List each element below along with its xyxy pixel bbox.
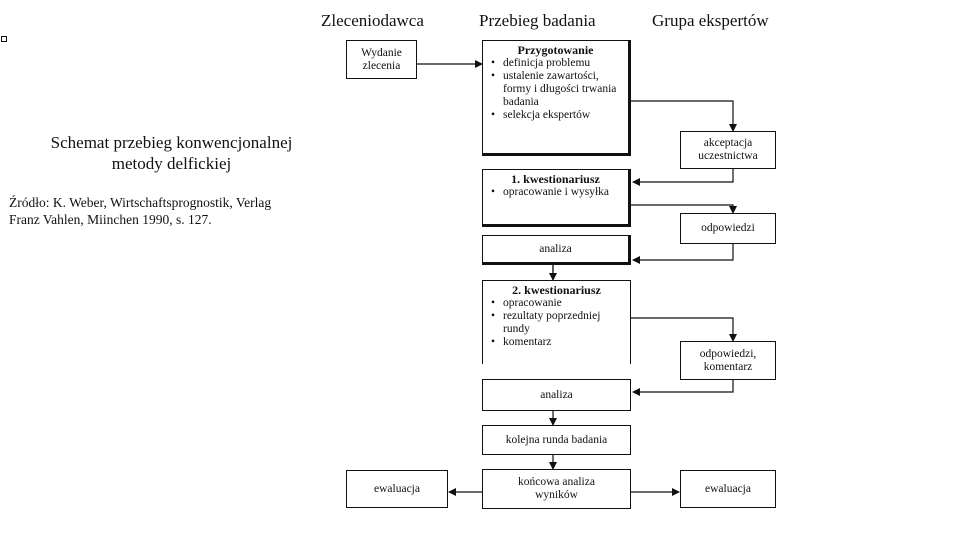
box-questionnaire-2: 2. kwestionariusz opracowanie rezultaty … bbox=[482, 280, 631, 364]
preparation-list: definicja problemu ustalenie zawartości,… bbox=[487, 57, 624, 122]
preparation-item: selekcja ekspertów bbox=[491, 109, 624, 122]
box-eval-client-label: ewaluacja bbox=[374, 482, 420, 495]
box-analysis-1-label: analiza bbox=[539, 242, 572, 255]
box-next-round: kolejna runda badania bbox=[482, 425, 631, 455]
box-answers-2: odpowiedzi, komentarz bbox=[680, 341, 776, 380]
questionnaire-2-item: opracowanie bbox=[491, 297, 626, 310]
box-answers-1-label: odpowiedzi bbox=[701, 222, 755, 234]
caption-line-2: metody delfickiej bbox=[111, 154, 232, 173]
arrow-preparation-to-acceptance bbox=[631, 100, 737, 132]
box-eval-client: ewaluacja bbox=[346, 470, 448, 508]
preparation-item: ustalenie zawartości, formy i długości t… bbox=[491, 70, 624, 109]
box-acceptance: akceptacja uczestnictwa bbox=[680, 131, 776, 169]
corner-marker bbox=[1, 36, 7, 42]
box-final-analysis-line-1: końcowa analiza bbox=[518, 476, 595, 488]
column-header-client: Zleceniodawca bbox=[321, 11, 424, 30]
questionnaire-2-item: rezultaty poprzedniej rundy bbox=[491, 310, 626, 336]
box-preparation: Przygotowanie definicja problemu ustalen… bbox=[482, 40, 631, 156]
box-analysis-1: analiza bbox=[482, 235, 631, 265]
box-analysis-2: analiza bbox=[482, 379, 631, 411]
questionnaire-1-item: opracowanie i wysyłka bbox=[491, 186, 624, 199]
box-analysis-2-label: analiza bbox=[540, 388, 573, 401]
box-questionnaire-1: 1. kwestionariusz opracowanie i wysyłka bbox=[482, 169, 631, 227]
source-line-2: Franz Vahlen, Miinchen 1990, s. 127. bbox=[9, 212, 212, 227]
box-preparation-title: Przygotowanie bbox=[517, 43, 594, 57]
questionnaire-2-item: komentarz bbox=[491, 336, 626, 349]
box-order-line-1: Wydanie bbox=[361, 46, 402, 59]
box-questionnaire-2-title: 2. kwestionariusz bbox=[512, 283, 601, 297]
box-answers-2-line-2: komentarz bbox=[703, 360, 753, 373]
questionnaire-1-list: opracowanie i wysyłka bbox=[487, 186, 624, 199]
arrow-acceptance-to-questionnaire1 bbox=[632, 169, 734, 186]
arrow-questionnaire1-to-answers1 bbox=[631, 204, 737, 214]
box-answers-1: odpowiedzi bbox=[680, 213, 776, 244]
box-questionnaire-1-title: 1. kwestionariusz bbox=[511, 172, 600, 186]
source-line-1: Źródło: K. Weber, Wirtschaftsprognostik,… bbox=[9, 195, 272, 210]
box-order-line-2: zlecenia bbox=[362, 59, 401, 72]
box-final-analysis: końcowa analiza wyników bbox=[482, 469, 631, 509]
column-header-experts: Grupa ekspertów bbox=[652, 11, 769, 30]
arrow-answers1-to-analysis1 bbox=[632, 244, 734, 264]
arrow-answers2-to-analysis2 bbox=[632, 380, 734, 396]
box-next-round-label: kolejna runda badania bbox=[505, 433, 608, 446]
box-acceptance-line-1: akceptacja bbox=[703, 137, 753, 149]
questionnaire-2-list: opracowanie rezultaty poprzedniej rundy … bbox=[487, 297, 626, 349]
box-eval-experts: ewaluacja bbox=[680, 470, 776, 508]
source-note: Źródło: K. Weber, Wirtschaftsprognostik,… bbox=[9, 194, 344, 228]
box-acceptance-line-2: uczestnictwa bbox=[698, 150, 758, 162]
column-header-process: Przebieg badania bbox=[479, 11, 596, 30]
caption-line-1: Schemat przebieg konwencjonalnej bbox=[50, 133, 293, 152]
arrow-questionnaire2-to-answers2 bbox=[631, 317, 737, 342]
box-answers-2-line-1: odpowiedzi, bbox=[699, 347, 757, 360]
box-order-issue: Wydanie zlecenia bbox=[346, 40, 417, 79]
preparation-item: definicja problemu bbox=[491, 57, 624, 70]
box-eval-experts-label: ewaluacja bbox=[705, 482, 751, 495]
diagram-caption: Schemat przebieg konwencjonalnej metody … bbox=[14, 132, 329, 174]
box-final-analysis-line-2: wyników bbox=[535, 489, 578, 501]
